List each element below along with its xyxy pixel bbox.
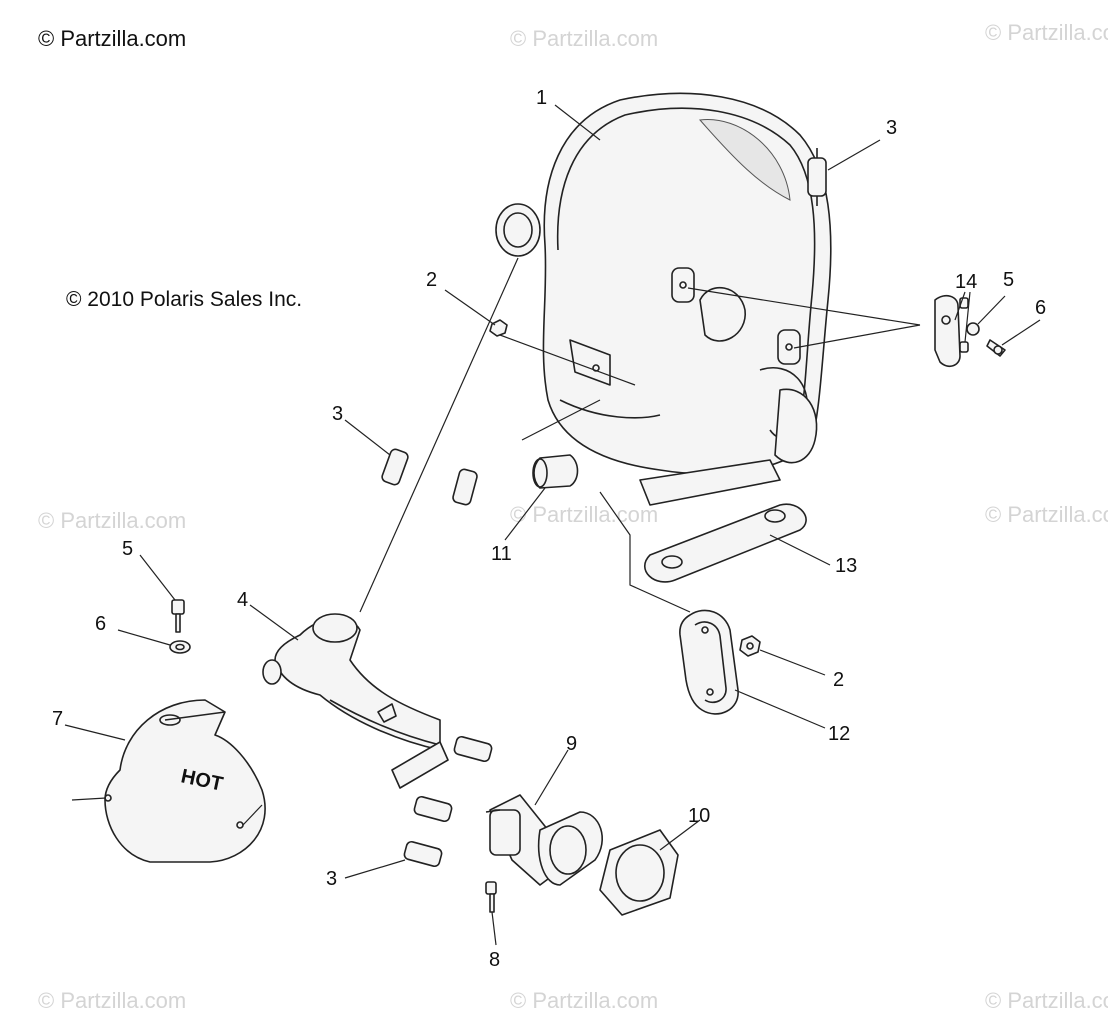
exhaust-pipe[interactable] — [262, 613, 449, 789]
watermark: © Partzilla.com — [510, 988, 658, 1013]
watermark: © Partzilla.com — [510, 502, 658, 527]
watermark: © Partzilla.com — [510, 26, 658, 51]
muffler-inlet — [495, 203, 541, 257]
bolt-left[interactable] — [171, 599, 185, 633]
mounting-plate[interactable] — [644, 503, 807, 583]
callout-6-left: 6 — [95, 613, 106, 635]
callout-3-bottom: 3 — [326, 868, 337, 890]
copyright-partzilla: © Partzilla.com — [38, 26, 186, 51]
callout-2-upper: 2 — [426, 269, 437, 291]
muffler-outlet — [774, 388, 818, 464]
spring-left[interactable] — [381, 448, 410, 486]
callout-3-left: 3 — [332, 403, 343, 425]
watermark: © Partzilla.com — [38, 508, 186, 533]
watermark: © Partzilla.com — [985, 502, 1108, 527]
copyright-polaris: © 2010 Polaris Sales Inc. — [66, 288, 302, 311]
callout-3-top: 3 — [886, 117, 897, 139]
callout-6-right: 6 — [1035, 297, 1046, 319]
muffler-mount-rail — [639, 459, 781, 506]
isolator-mount[interactable] — [532, 454, 579, 489]
header-gasket[interactable] — [599, 829, 679, 916]
callout-5-right: 5 — [1003, 269, 1014, 291]
nut-lower[interactable] — [739, 635, 761, 657]
spring-lower-2[interactable] — [413, 795, 453, 823]
spring-mid[interactable] — [452, 468, 478, 506]
heat-shield[interactable]: HOT — [104, 699, 266, 863]
muffler-tab — [569, 339, 611, 386]
callout-5-left: 5 — [122, 538, 133, 560]
callout-9: 9 — [566, 733, 577, 755]
muffler-body[interactable] — [495, 92, 832, 506]
callout-8: 8 — [489, 949, 500, 971]
callout-10: 10 — [688, 805, 710, 827]
watermark: © Partzilla.com — [38, 988, 186, 1013]
nut-upper[interactable] — [489, 319, 508, 337]
callout-numbers: 1 2 3 14 5 6 2 3 11 13 5 4 6 12 7 9 10 3… — [52, 87, 1046, 971]
watermark-group: © Partzilla.com © Partzilla.com © Partzi… — [38, 20, 1108, 1013]
callout-14: 14 — [955, 271, 977, 293]
callout-2-lower: 2 — [833, 669, 844, 691]
spring-lower-1[interactable] — [453, 735, 493, 763]
spring-lower-3[interactable] — [403, 840, 443, 868]
callout-12: 12 — [828, 723, 850, 745]
callout-4: 4 — [237, 589, 248, 611]
callout-1: 1 — [536, 87, 547, 109]
washer-left[interactable] — [169, 640, 191, 654]
gasket-plate[interactable] — [679, 609, 739, 715]
muffler-bracket-upper — [671, 267, 695, 303]
callout-11: 11 — [491, 543, 512, 565]
leader-lines — [64, 104, 1041, 946]
watermark: © Partzilla.com — [985, 988, 1108, 1013]
bolt-bottom[interactable] — [485, 881, 497, 913]
callout-7: 7 — [52, 708, 63, 730]
spring-top-right[interactable] — [807, 148, 827, 206]
exhaust-header[interactable] — [485, 794, 604, 886]
side-bracket-assembly[interactable] — [934, 294, 1006, 368]
callout-13: 13 — [835, 555, 857, 577]
watermark: © Partzilla.com — [985, 20, 1108, 45]
